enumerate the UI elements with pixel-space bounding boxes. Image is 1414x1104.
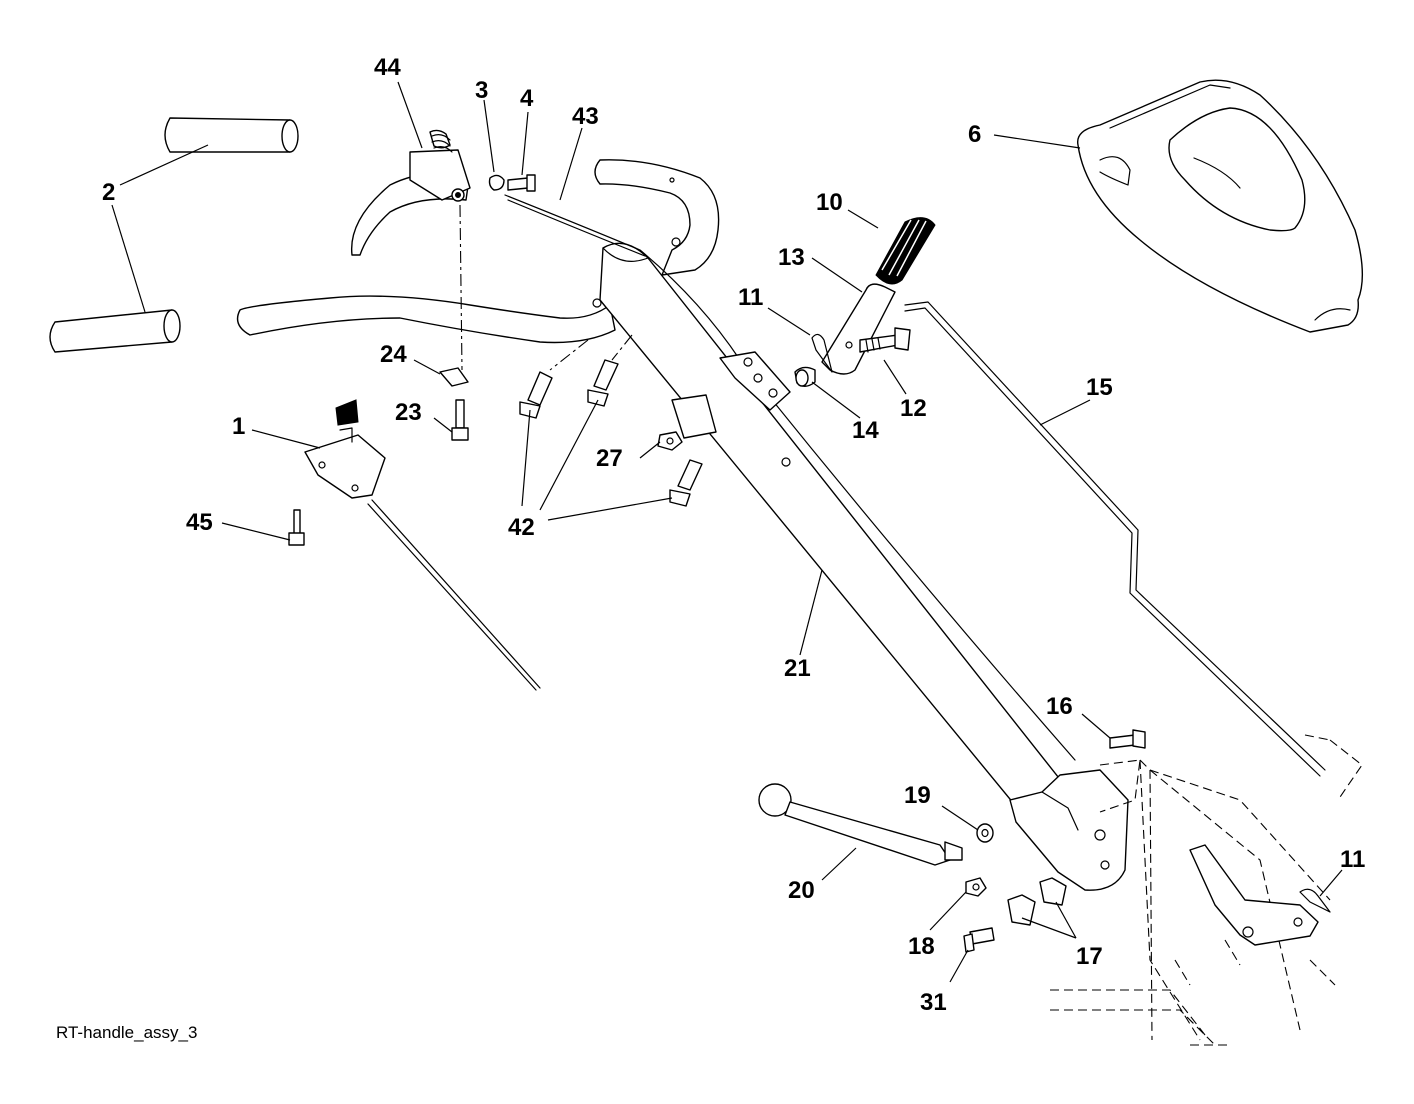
callout-23: 23 bbox=[395, 399, 422, 426]
part-1-bracket bbox=[304, 399, 386, 499]
callout-12: 12 bbox=[900, 395, 927, 422]
callout-11-lower: 11 bbox=[1340, 846, 1365, 873]
part-11-hairpin-lower bbox=[1299, 888, 1331, 913]
callout-21: 21 bbox=[784, 655, 811, 682]
callout-4: 4 bbox=[520, 85, 534, 112]
part-15-shift-rod bbox=[904, 301, 1326, 771]
callout-18: 18 bbox=[908, 933, 935, 960]
part-17-shims bbox=[1007, 877, 1067, 926]
part-19-washer bbox=[976, 823, 994, 843]
callout-16: 16 bbox=[1046, 693, 1073, 720]
part-1-control-rod bbox=[371, 499, 541, 689]
callout-42: 42 bbox=[508, 514, 535, 541]
callout-1: 1 bbox=[232, 413, 245, 440]
part-44-control-lever bbox=[350, 129, 471, 256]
handlebar bbox=[236, 159, 720, 344]
part-23-bolt bbox=[451, 399, 469, 441]
part-27-nut bbox=[657, 431, 683, 451]
callout-43: 43 bbox=[572, 103, 599, 130]
leader-lines bbox=[111, 81, 1343, 983]
part-10-knob bbox=[875, 217, 936, 285]
part-2-grip-lower bbox=[49, 309, 181, 353]
shift-plate bbox=[1009, 769, 1129, 891]
callout-13: 13 bbox=[778, 244, 805, 271]
callout-2: 2 bbox=[102, 179, 115, 206]
callout-6: 6 bbox=[968, 121, 981, 148]
callout-15: 15 bbox=[1086, 374, 1113, 401]
part-4-screw bbox=[507, 174, 536, 192]
part-18-nut bbox=[965, 877, 987, 897]
callout-14: 14 bbox=[852, 417, 879, 444]
part-14-spacer bbox=[794, 366, 816, 387]
callout-20: 20 bbox=[788, 877, 815, 904]
diagram-caption: RT-handle_assy_3 bbox=[56, 1023, 197, 1042]
callout-19: 19 bbox=[904, 782, 931, 809]
callout-11-upper: 11 bbox=[738, 284, 763, 311]
callout-17: 17 bbox=[1076, 943, 1103, 970]
shift-arm-bracket bbox=[1189, 844, 1319, 946]
part-13-shift-lever bbox=[821, 283, 896, 375]
callout-44: 44 bbox=[374, 54, 401, 81]
transmission-frame-dashed bbox=[1050, 734, 1363, 1046]
part-3-clip bbox=[488, 174, 505, 191]
shift-bracket bbox=[719, 351, 791, 411]
part-45-screw bbox=[288, 509, 305, 546]
part-16-bolt bbox=[1109, 729, 1146, 749]
part-20-gear-lever bbox=[758, 783, 963, 866]
callout-45: 45 bbox=[186, 509, 213, 536]
callout-24: 24 bbox=[380, 341, 407, 368]
part-24-clip bbox=[439, 367, 469, 387]
part-12-bolt bbox=[859, 327, 911, 353]
callout-27: 27 bbox=[596, 445, 623, 472]
part-2-grip-upper bbox=[164, 117, 299, 153]
callout-31: 31 bbox=[920, 989, 947, 1016]
callout-10: 10 bbox=[816, 189, 843, 216]
part-6-belt-cover bbox=[1076, 79, 1364, 333]
part-43-cable bbox=[504, 194, 1076, 761]
callout-3: 3 bbox=[475, 77, 488, 104]
part-31-bolt bbox=[963, 927, 995, 953]
part-11-hairpin-upper bbox=[811, 333, 833, 373]
